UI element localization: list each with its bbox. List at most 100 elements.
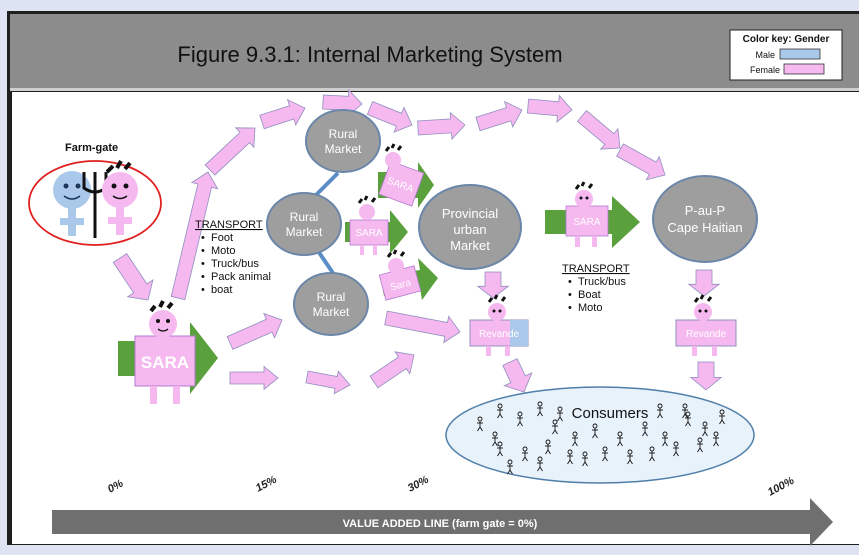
- flow-arrow: [226, 312, 283, 350]
- provincial-market-line3: Market: [450, 238, 490, 253]
- consumer-figure-icon: [582, 451, 588, 467]
- legend-heading: Color key: Gender: [743, 34, 830, 45]
- flow-arrow: [687, 269, 721, 297]
- diagram-body: [12, 92, 859, 544]
- color-key-legend: Color key: Gender Male Female: [729, 29, 843, 81]
- farm-gate-label: Farm-gate: [65, 142, 118, 154]
- rural-market-top-line1: Rural: [329, 127, 358, 141]
- flow-arrow: [229, 365, 279, 391]
- sara-small-1: SARA: [378, 143, 434, 208]
- flow-arrow: [526, 94, 573, 123]
- flow-arrow: [502, 358, 533, 393]
- consumer-figure-icon: [492, 431, 498, 447]
- consumer-figure-icon: [477, 416, 483, 432]
- legend-male-swatch: [779, 48, 821, 60]
- consumer-figure-icon: [685, 411, 691, 427]
- revande-2: Revande: [675, 294, 737, 356]
- consumer-figure-icon: [713, 431, 719, 447]
- transport-2-item: Boat: [578, 289, 601, 301]
- transport-2-item: Truck/bus: [578, 276, 626, 288]
- flow-arrow: [576, 110, 621, 150]
- consumers-group: Consumers: [445, 386, 755, 484]
- consumer-figure-icon: [617, 431, 623, 447]
- flow-arrow: [689, 361, 723, 391]
- flow-arrow: [384, 310, 461, 344]
- transport-2-item: Moto: [578, 302, 602, 314]
- svg-text:•: •: [201, 284, 205, 296]
- revande-1: Revande: [469, 294, 529, 356]
- sara-small-3-label: Sara: [389, 277, 413, 293]
- flow-arrow: [366, 100, 413, 133]
- flow-arrow: [475, 100, 523, 132]
- flow-arrow: [305, 370, 351, 395]
- header-divider: [10, 88, 859, 91]
- consumer-figure-icon: [602, 446, 608, 462]
- transport-2-heading: TRANSPORT: [562, 263, 630, 275]
- legend-female-label: Female: [750, 65, 780, 75]
- male-farmer-icon: [53, 171, 91, 236]
- header-bar: [10, 14, 859, 90]
- svg-text:•: •: [568, 302, 572, 314]
- consumer-figure-icon: [572, 431, 578, 447]
- consumer-figure-icon: [702, 421, 708, 437]
- sara-small-3: Sara: [378, 249, 438, 301]
- female-farmer-icon: [102, 160, 138, 235]
- flow-arrow: [369, 351, 415, 389]
- consumer-figure-icon: [557, 406, 563, 422]
- flow-arrow: [476, 271, 510, 299]
- svg-text:•: •: [201, 271, 205, 283]
- rural-market-bottom-line2: Market: [313, 305, 350, 319]
- consumer-figure-icon: [592, 423, 598, 439]
- sara-main-truck: SARA: [118, 300, 218, 404]
- svg-text:•: •: [568, 289, 572, 301]
- capital-market: P-au-P Cape Haitian: [652, 175, 758, 263]
- revande-1-label: Revande: [479, 329, 519, 340]
- flow-arrow: [112, 253, 154, 301]
- rural-market-middle-line1: Rural: [290, 210, 319, 224]
- svg-text:•: •: [201, 245, 205, 257]
- transport-1-item: Pack animal: [211, 271, 271, 283]
- rural-market-bottom: Rural Market: [293, 272, 369, 336]
- sara-main-label: SARA: [141, 353, 189, 372]
- consumer-figure-icon: [719, 409, 725, 425]
- sara-provincial-truck: SARA: [545, 181, 640, 248]
- capital-market-line1: P-au-P: [685, 203, 725, 218]
- flow-arrow: [170, 171, 219, 301]
- consumer-figures: [477, 401, 725, 475]
- consumer-figure-icon: [537, 401, 543, 417]
- transport-1-item: Truck/bus: [211, 258, 259, 270]
- sara-provincial-label: SARA: [573, 217, 601, 228]
- figure-title: Figure 9.3.1: Internal Marketing System: [177, 42, 562, 67]
- flow-arrow: [259, 98, 306, 130]
- transport-1-item: Moto: [211, 245, 235, 257]
- sara-small-2-label: SARA: [355, 228, 383, 239]
- consumer-figure-icon: [627, 449, 633, 465]
- transport-list-1: TRANSPORT •Foot •Moto •Truck/bus •Pack a…: [195, 219, 271, 296]
- transport-1-item: Foot: [211, 232, 233, 244]
- legend-female-swatch: [783, 63, 825, 75]
- consumer-figure-icon: [682, 403, 688, 419]
- rural-market-middle-line2: Market: [286, 225, 323, 239]
- consumer-figure-icon: [517, 411, 523, 427]
- svg-text:•: •: [568, 276, 572, 288]
- consumer-figure-icon: [552, 419, 558, 435]
- consumer-figure-icon: [649, 446, 655, 462]
- rural-market-top: Rural Market: [305, 109, 381, 173]
- consumer-figure-icon: [662, 431, 668, 447]
- value-line-label: VALUE ADDED LINE (farm gate = 0%): [343, 518, 538, 530]
- provincial-market-line2: urban: [453, 222, 486, 237]
- consumers-label: Consumers: [572, 405, 649, 422]
- svg-text:•: •: [201, 258, 205, 270]
- consumer-figure-icon: [697, 437, 703, 453]
- provincial-market-line1: Provincial: [442, 206, 498, 221]
- flow-arrow: [616, 143, 666, 181]
- consumer-figure-icon: [673, 441, 679, 457]
- flow-arrow: [204, 127, 256, 176]
- rural-market-middle: Rural Market: [266, 192, 342, 256]
- sara-small-2: SARA: [345, 195, 408, 255]
- consumer-figure-icon: [642, 421, 648, 437]
- svg-text:•: •: [201, 232, 205, 244]
- consumers-ellipse: [445, 386, 755, 484]
- consumer-figure-icon: [545, 439, 551, 455]
